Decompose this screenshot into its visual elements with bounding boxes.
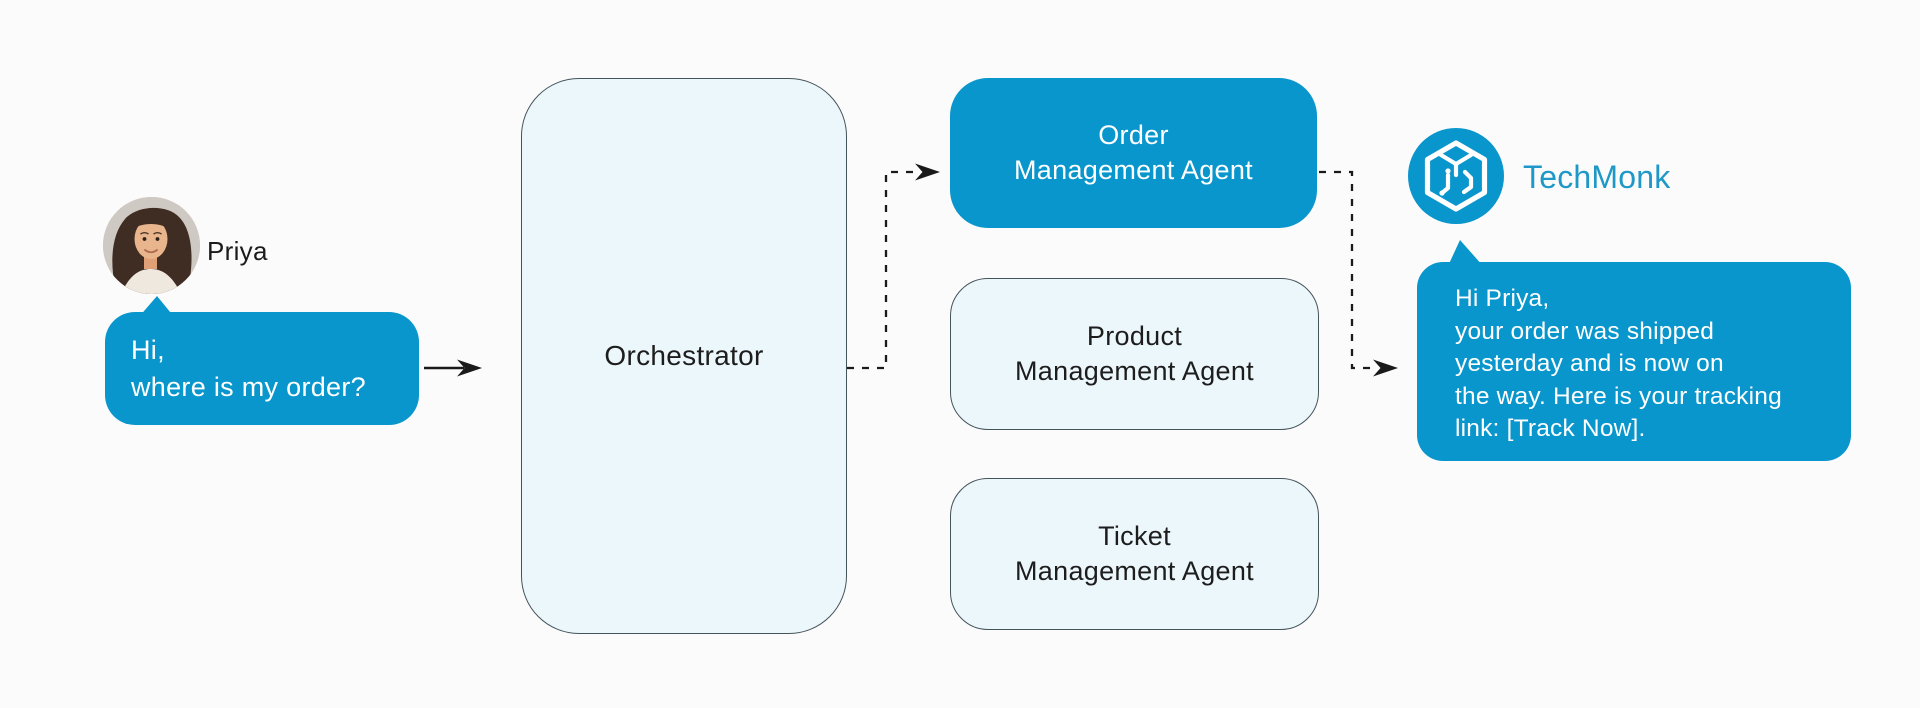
agent-label-line: Order: [1098, 120, 1169, 150]
arrow-user-to-orchestrator: [424, 359, 482, 377]
techmonk-logo-icon: [1408, 128, 1504, 224]
response-message-line: the way. Here is your tracking: [1455, 382, 1782, 410]
orchestrator-box: Orchestrator: [521, 78, 847, 634]
response-message-bubble: Hi Priya, your order was shipped yesterd…: [1417, 262, 1851, 461]
orchestrator-label: Orchestrator: [604, 340, 764, 371]
response-message-line: Hi Priya,: [1455, 285, 1550, 313]
user-name-label: Priya: [207, 236, 268, 266]
order-management-agent-box: Order Management Agent: [950, 78, 1317, 228]
priya-avatar: [103, 197, 200, 294]
user-message-line: where is my order?: [131, 371, 366, 402]
user-message-bubble: Hi, where is my order?: [105, 312, 419, 425]
product-management-agent-box: Product Management Agent: [950, 278, 1319, 430]
response-message-line: your order was shipped: [1455, 317, 1715, 345]
response-message-line: yesterday and is now on: [1455, 350, 1724, 378]
agent-label-line: Management Agent: [1015, 356, 1254, 386]
user-message-line: Hi,: [131, 334, 165, 365]
agent-label-line: Management Agent: [1014, 155, 1253, 185]
agent-label-line: Product: [1086, 321, 1183, 351]
ticket-management-agent-box: Ticket Management Agent: [950, 478, 1319, 630]
agent-label-line: Ticket: [1098, 521, 1171, 551]
agent-label-line: Management Agent: [1015, 556, 1254, 586]
response-message-line: link: [Track Now].: [1455, 415, 1646, 443]
dashed-connector-order-agent-to-response: [1319, 170, 1398, 377]
techmonk-brand-name: TechMonk: [1523, 159, 1671, 195]
dashed-connector-orchestrator-to-order-agent: [847, 163, 940, 370]
woman-portrait-icon: [103, 197, 200, 294]
